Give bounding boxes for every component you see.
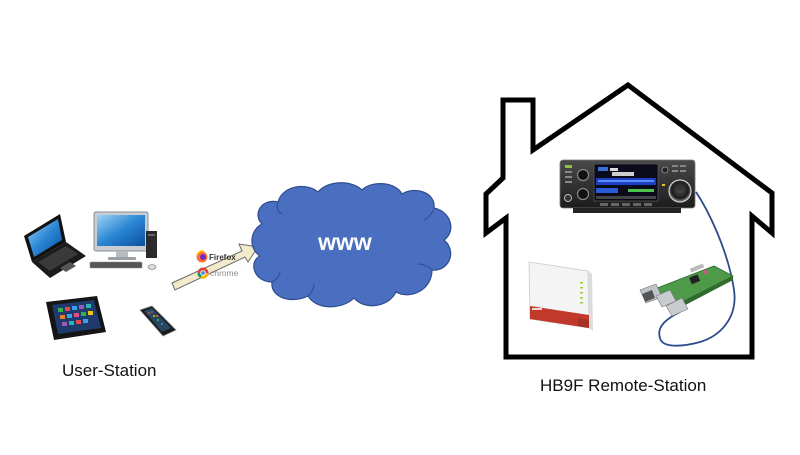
firefox-icon: [196, 250, 208, 263]
house-outline: [483, 81, 775, 360]
laptop-icon: [24, 214, 86, 278]
tablet-icon: [46, 296, 106, 340]
internet-cloud: [251, 182, 452, 308]
firefox-label: Firefox: [209, 253, 236, 262]
desktop-computer-icon: [89, 211, 157, 270]
user-station-label: User-Station: [62, 361, 157, 380]
chrome-icon: [197, 267, 209, 279]
smartphone-icon: [139, 305, 177, 337]
chrome-label: chrome: [210, 268, 239, 278]
connection-arrow: [171, 243, 259, 291]
transceiver-radio-icon: [559, 159, 696, 213]
network-cable: [658, 191, 736, 347]
router-icon: [528, 261, 593, 331]
raspberry-pi-icon: [639, 263, 734, 317]
remote-station-label: HB9F Remote-Station: [540, 376, 707, 395]
cloud-label: www: [317, 229, 372, 255]
